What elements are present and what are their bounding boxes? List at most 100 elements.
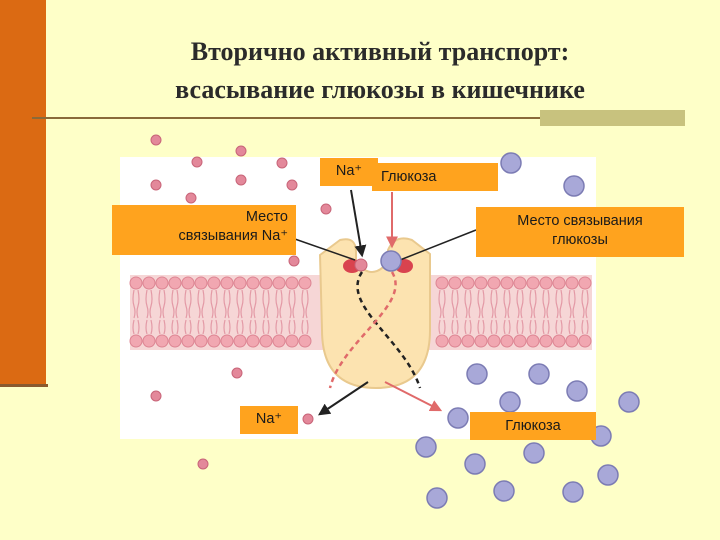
lipid-head xyxy=(142,276,156,290)
glucose-molecule xyxy=(426,487,448,509)
lipid-tail xyxy=(210,319,213,335)
lipid-tail xyxy=(249,289,253,319)
sodium-site-pointer xyxy=(291,237,356,261)
lipid-tail xyxy=(240,289,244,319)
glucose-exit-label: Глюкоза xyxy=(470,412,596,440)
lipid-tail xyxy=(215,319,218,335)
lipid-tail xyxy=(490,319,493,335)
lipid-tail xyxy=(267,319,270,335)
glucose-molecule xyxy=(500,152,522,174)
glucose-site-pointer xyxy=(399,229,477,261)
lipid-head xyxy=(513,334,527,348)
lipid-head xyxy=(552,334,566,348)
lipid-head xyxy=(526,334,540,348)
lipid-tail xyxy=(455,289,459,319)
lipid-tail xyxy=(482,319,485,335)
lipid-tail xyxy=(279,289,283,319)
sodium-exit-label: Na⁺ xyxy=(240,406,298,434)
lipid-tail xyxy=(184,319,187,335)
lipid-tail xyxy=(456,319,459,335)
lipid-head xyxy=(272,334,286,348)
sodium-ion xyxy=(235,145,247,157)
lipid-head xyxy=(207,276,221,290)
lipid-tail xyxy=(568,319,571,335)
sodium-ion xyxy=(302,413,314,425)
lipid-head xyxy=(539,334,553,348)
lipid-tail xyxy=(533,289,537,319)
title-underline xyxy=(32,117,682,119)
sodium-ion xyxy=(185,192,197,204)
lipid-tail xyxy=(132,289,136,319)
glucose-binding-site-label: Место связывания глюкозы xyxy=(476,207,684,257)
lipid-head xyxy=(155,276,169,290)
lipid-tail xyxy=(201,289,205,319)
lipid-head xyxy=(513,276,527,290)
lipid-tail xyxy=(266,289,270,319)
lipid-tail xyxy=(262,289,266,319)
lipid-tail xyxy=(293,319,296,335)
lipid-head xyxy=(500,334,514,348)
bound-sodium-ion xyxy=(354,258,368,272)
lipid-tail xyxy=(145,289,149,319)
lipid-tail xyxy=(477,289,481,319)
lipid-tail xyxy=(214,289,218,319)
lipid-tail xyxy=(132,319,135,335)
lipid-tail xyxy=(542,319,545,335)
sodium-ion xyxy=(235,174,247,186)
lipid-tail xyxy=(451,319,454,335)
lipid-tail xyxy=(292,289,296,319)
glucose-molecule xyxy=(566,380,588,402)
lipid-tail xyxy=(464,289,468,319)
sodium-exit-arrow xyxy=(318,381,369,416)
slide-accent-bar-edge xyxy=(0,384,48,387)
lipid-head xyxy=(578,334,592,348)
lipid-tail xyxy=(560,319,563,335)
lipid-head xyxy=(259,276,273,290)
lipid-head xyxy=(526,276,540,290)
lipid-tail xyxy=(171,319,174,335)
lipid-tail xyxy=(223,319,226,335)
lipid-tail xyxy=(555,319,558,335)
lipid-tail xyxy=(520,289,524,319)
lipid-tail xyxy=(249,319,252,335)
lipid-tail xyxy=(438,289,442,319)
lipid-tail xyxy=(301,319,304,335)
lipid-tail xyxy=(158,289,162,319)
lipid-tail xyxy=(494,289,498,319)
sodium-binding-site-label-line-2: связывания Na⁺ xyxy=(178,228,289,244)
lipid-tail xyxy=(288,319,291,335)
glucose-molecule xyxy=(597,464,619,486)
lipid-head xyxy=(181,276,195,290)
sodium-ion xyxy=(288,255,300,267)
lipid-tail xyxy=(189,319,192,335)
lipid-head xyxy=(259,334,273,348)
lipid-head xyxy=(168,276,182,290)
lipid-head xyxy=(220,334,234,348)
lipid-tail xyxy=(210,289,214,319)
lipid-head xyxy=(298,334,312,348)
sodium-entry-label: Na⁺ xyxy=(320,158,378,186)
lipid-tail xyxy=(136,289,140,319)
lipid-tail xyxy=(171,289,175,319)
lipid-tail xyxy=(442,289,446,319)
lipid-tail xyxy=(236,289,240,319)
glucose-entry-label: Глюкоза xyxy=(372,163,498,191)
lipid-tail xyxy=(223,289,227,319)
lipid-tail xyxy=(197,319,200,335)
lipid-head xyxy=(435,276,449,290)
lipid-tail xyxy=(197,289,201,319)
lipid-tail xyxy=(503,289,507,319)
lipid-tail xyxy=(468,289,472,319)
lipid-tail xyxy=(262,319,265,335)
glucose-molecule xyxy=(528,363,550,385)
lipid-tail xyxy=(137,319,140,335)
lipid-head xyxy=(565,276,579,290)
glucose-molecule xyxy=(618,391,640,413)
lipid-tail xyxy=(306,319,309,335)
bound-glucose-molecule xyxy=(380,250,402,272)
lipid-tail xyxy=(521,319,524,335)
sodium-binding-site-label: Место связывания Na⁺ xyxy=(112,205,296,255)
lipid-tail xyxy=(464,319,467,335)
lipid-tail xyxy=(586,319,589,335)
lipid-tail xyxy=(184,289,188,319)
